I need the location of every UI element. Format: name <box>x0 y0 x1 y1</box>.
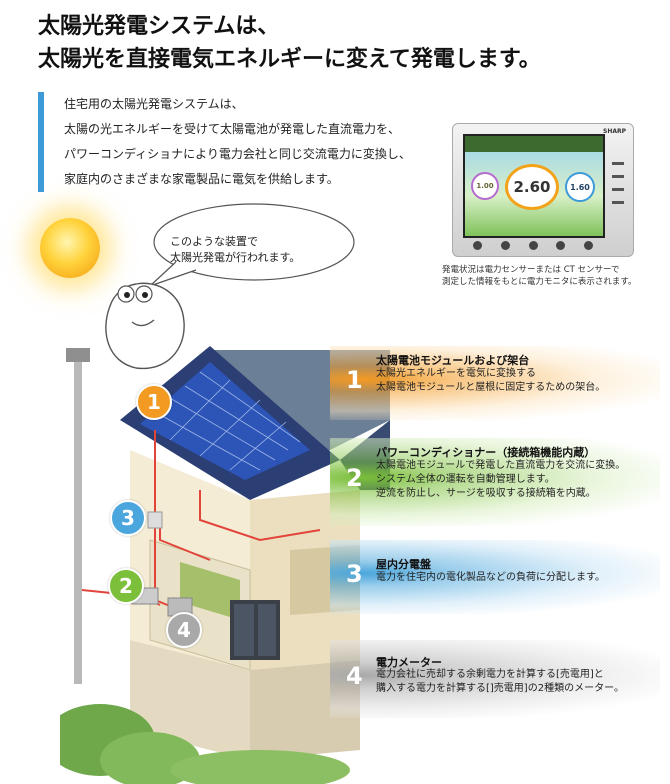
callout-number: 1 <box>346 366 363 394</box>
callout-4: 4 電力メーター 電力会社に売却する余剰電力を計算する[売電用]と 購入する電力… <box>330 640 660 718</box>
callout-title: パワーコンディショナー（接続箱機能内蔵） <box>376 446 596 459</box>
callout-body: 電力を住宅内の電化製品などの負荷に分配します。 <box>376 571 605 585</box>
callout-number: 2 <box>346 464 363 492</box>
callout-body: 電力会社に売却する余剰電力を計算する[売電用]と 購入する電力を計算する[]売電… <box>376 668 624 696</box>
title-line-1: 太陽光発電システムは、 <box>38 14 280 39</box>
page-title: 太陽光発電システムは、 太陽光を直接電気エネルギーに変えて発電します。 <box>38 10 541 76</box>
callout-body-line: 電力を住宅内の電化製品などの負荷に分配します。 <box>376 572 605 583</box>
callout-body-line: 太陽電池モジュールと屋根に固定するための架台。 <box>376 382 606 393</box>
callout-body-line: システム全体の運転を自動管理します。 <box>376 474 555 485</box>
callout-body-line: 太陽電池モジュールで発電した直流電力を交流に変換。 <box>376 460 626 471</box>
intro-line: 家庭内のさまざまな家電製品に電気を供給します。 <box>64 172 339 186</box>
power-monitor-image: 1.00 2.60 1.60 SHARP <box>452 123 634 257</box>
sun-illustration <box>40 218 100 278</box>
intro-paragraph: 住宅用の太陽光発電システムは、 太陽の光エネルギーを受けて太陽電池が発電した直流… <box>38 92 444 192</box>
monitor-screen-bar <box>465 136 603 152</box>
speech-line: 太陽光発電が行われます。 <box>170 251 301 264</box>
callout-2: 2 パワーコンディショナー（接続箱機能内蔵） 太陽電池モジュールで発電した直流電… <box>330 438 660 526</box>
callout-body-line: 逆流を防止し、サージを吸収する接続箱を内蔵。 <box>376 488 596 499</box>
house-badge-3: 3 <box>110 500 146 536</box>
caption-line: 発電状況は電力センサーまたは CT センサーで <box>442 265 620 275</box>
callout-1: 1 太陽電池モジュールおよび架台 太陽光エネルギーを電気に変換する 太陽電池モジ… <box>330 346 660 420</box>
monitor-value-right: 1.60 <box>565 172 595 202</box>
monitor-value-center: 2.60 <box>505 164 559 210</box>
callout-body: 太陽電池モジュールで発電した直流電力を交流に変換。 システム全体の運転を自動管理… <box>376 459 625 501</box>
intro-line: 住宅用の太陽光発電システムは、 <box>64 97 244 111</box>
monitor-caption: 発電状況は電力センサーまたは CT センサーで 測定した情報をもとに電力モニタに… <box>442 264 662 288</box>
callout-3: 3 屋内分電盤 電力を住宅内の電化製品などの負荷に分配します。 <box>330 540 660 614</box>
monitor-value-left: 1.00 <box>471 172 499 200</box>
monitor-brand: SHARP <box>603 128 627 135</box>
monitor-buttons <box>473 241 593 250</box>
callout-title: 電力メーター <box>376 656 442 669</box>
monitor-screen: 1.00 2.60 1.60 <box>463 134 605 238</box>
callout-number: 3 <box>346 560 363 588</box>
caption-line: 測定した情報をもとに電力モニタに表示されます。 <box>442 277 637 287</box>
house-badge-1: 1 <box>136 384 172 420</box>
callout-body-line: 電力会社に売却する余剰電力を計算する[売電用]と <box>376 669 604 680</box>
callout-title: 太陽電池モジュールおよび架台 <box>376 354 530 367</box>
speech-line: このような装置で <box>170 235 258 248</box>
callout-body-line: 太陽光エネルギーを電気に変換する <box>376 368 536 379</box>
house-badge-4: 4 <box>166 612 202 648</box>
monitor-side-controls <box>609 152 627 214</box>
intro-line: パワーコンディショナにより電力会社と同じ交流電力に変換し、 <box>64 147 411 161</box>
callout-body-line: 購入する電力を計算する[]売電用]の2種類のメーター。 <box>376 683 624 694</box>
callout-number: 4 <box>346 662 363 690</box>
callout-title: 屋内分電盤 <box>376 558 431 571</box>
title-line-2: 太陽光を直接電気エネルギーに変えて発電します。 <box>38 47 541 72</box>
house-badge-2: 2 <box>108 568 144 604</box>
callout-body: 太陽光エネルギーを電気に変換する 太陽電池モジュールと屋根に固定するための架台。 <box>376 367 605 395</box>
speech-bubble <box>149 203 355 287</box>
intro-line: 太陽の光エネルギーを受けて太陽電池が発電した直流電力を、 <box>64 122 401 136</box>
speech-text: このような装置で 太陽光発電が行われます。 <box>170 234 300 266</box>
mascot-character <box>105 282 185 370</box>
